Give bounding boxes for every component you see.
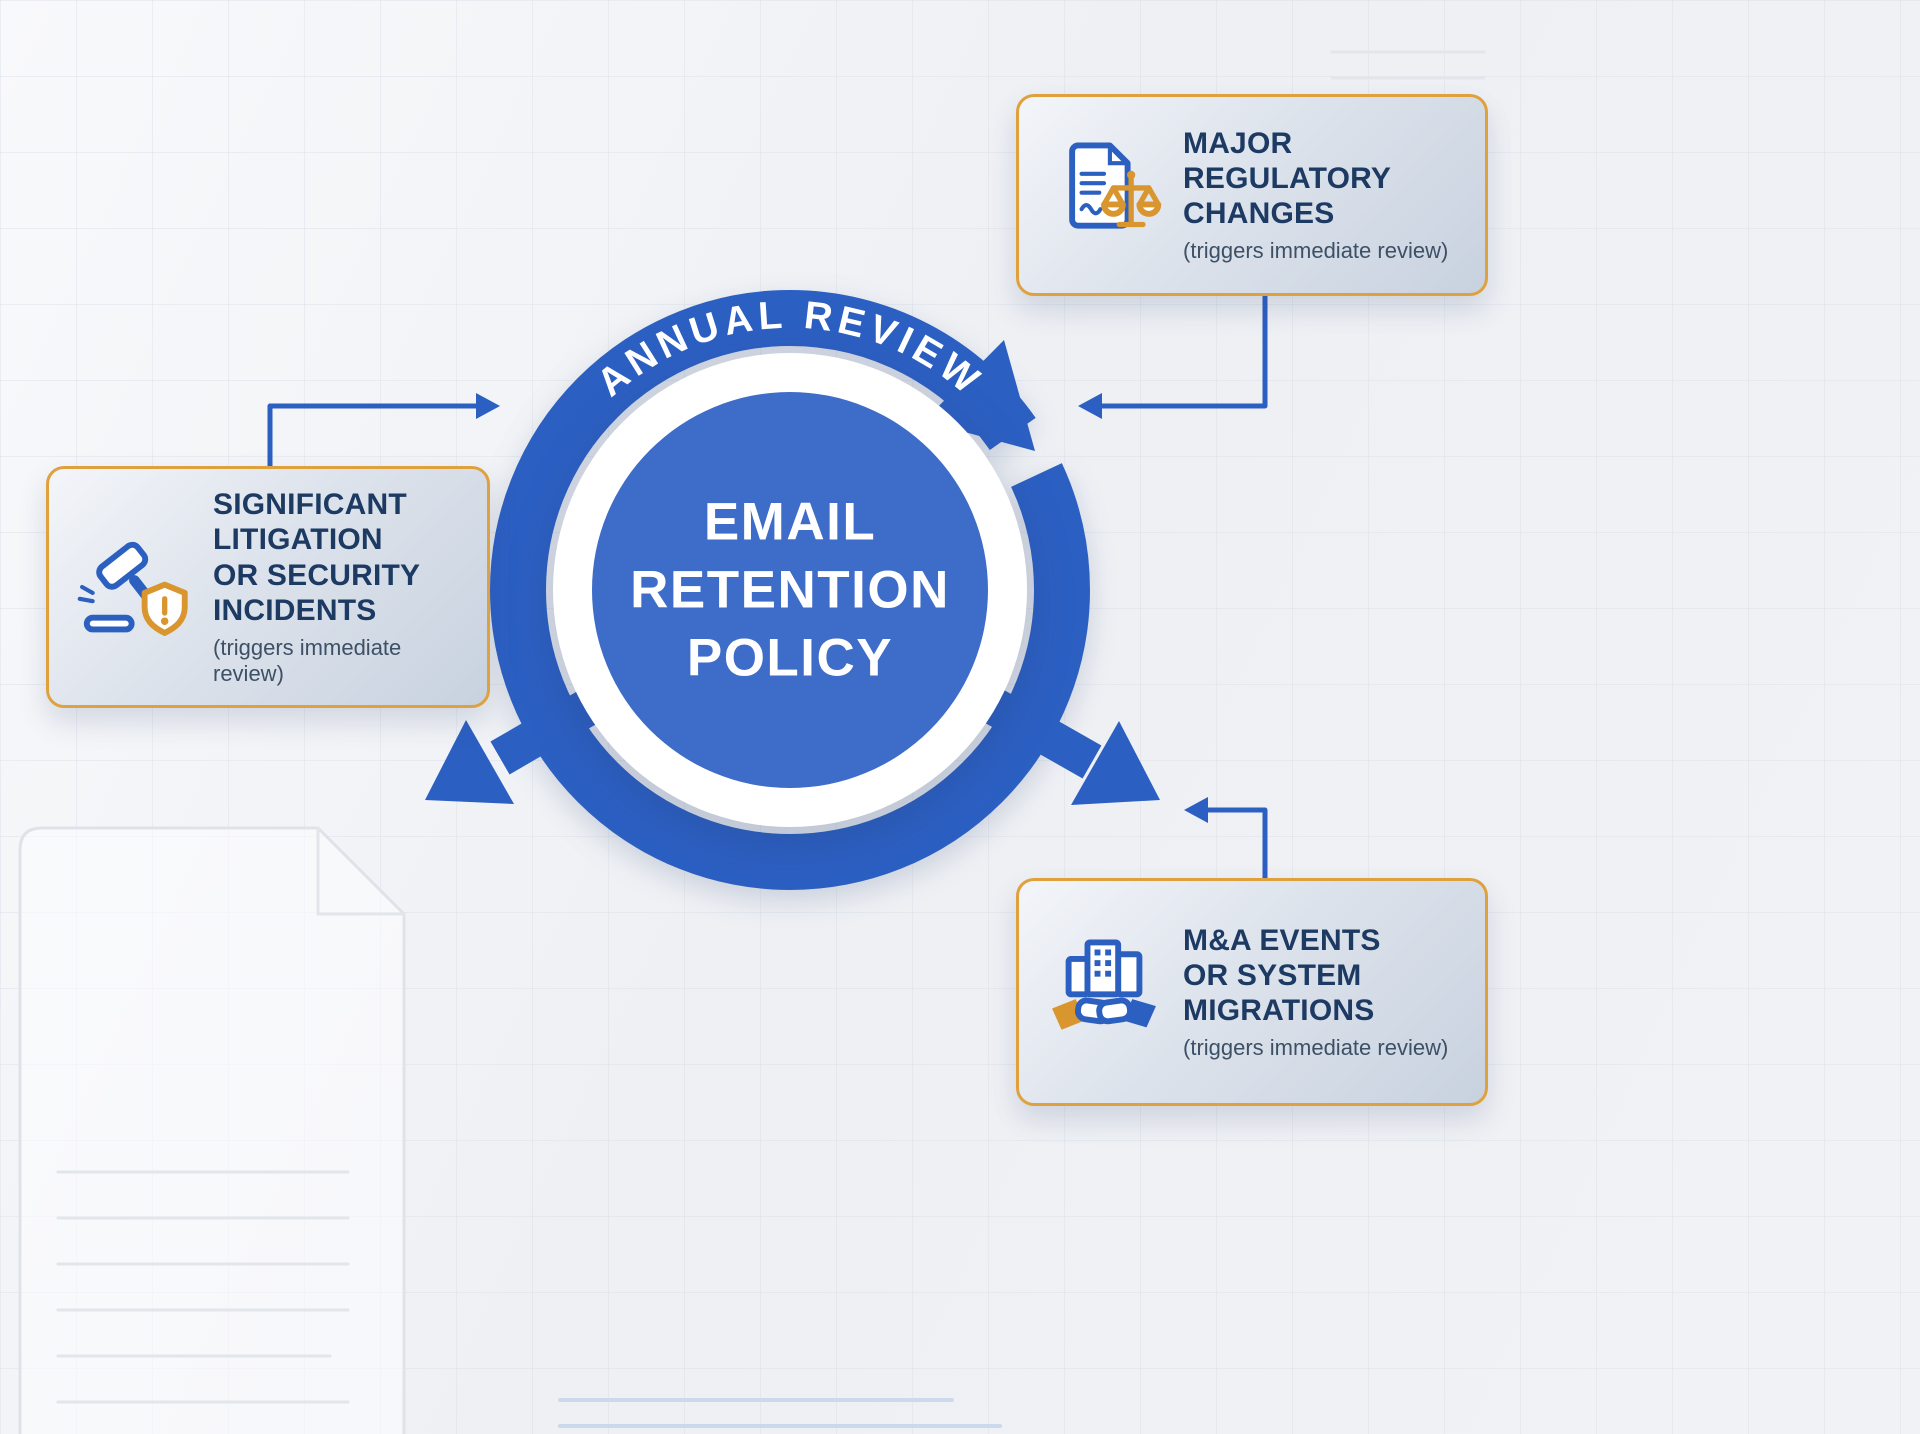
connector-regulatory-arrowhead [1078,393,1102,419]
trigger-subtitle-litigation: (triggers immediate review) [213,634,402,686]
trigger-text-regulatory: MAJOR REGULATORY CHANGES (triggers immed… [1183,126,1459,264]
trigger-text-ma: M&A EVENTS OR SYSTEM MIGRATIONS (trigger… [1183,923,1459,1061]
connector-litigation-arrowhead [476,393,500,419]
decor-bottom-lines [558,1398,1002,1428]
trigger-subtitle-ma: (triggers immediate review) [1183,1035,1449,1061]
policy-title: EMAIL RETENTION POLICY [630,492,950,687]
connector-litigation [267,393,500,468]
annual-review-ring [490,290,1090,890]
outflow-arrow-left-head [425,720,514,804]
trigger-text-litigation: SIGNIFICANT LITIGATION OR SECURITY INCID… [213,487,461,686]
connector-ma [1184,797,1268,878]
connector-ma-arrowhead [1184,797,1208,823]
gavel-shield-icon [75,528,193,646]
trigger-title-regulatory: MAJOR REGULATORY CHANGES [1183,126,1392,231]
policy-circle [592,392,988,788]
document-scales-icon [1045,136,1163,254]
trigger-title-litigation: SIGNIFICANT LITIGATION OR SECURITY INCID… [213,488,421,627]
decor-document-lines [56,1170,350,1404]
trigger-box-litigation: SIGNIFICANT LITIGATION OR SECURITY INCID… [46,466,490,708]
buildings-handshake-icon [1045,933,1163,1051]
trigger-title-ma: M&A EVENTS OR SYSTEM MIGRATIONS [1183,923,1381,1028]
connector-regulatory [1078,296,1268,419]
outflow-arrow-right-head [1071,721,1160,805]
decor-document-outline [18,826,406,1434]
decor-document-fold [316,826,406,916]
trigger-box-regulatory: MAJOR REGULATORY CHANGES (triggers immed… [1016,94,1488,296]
trigger-subtitle-regulatory: (triggers immediate review) [1183,238,1449,264]
trigger-box-ma: M&A EVENTS OR SYSTEM MIGRATIONS (trigger… [1016,878,1488,1106]
